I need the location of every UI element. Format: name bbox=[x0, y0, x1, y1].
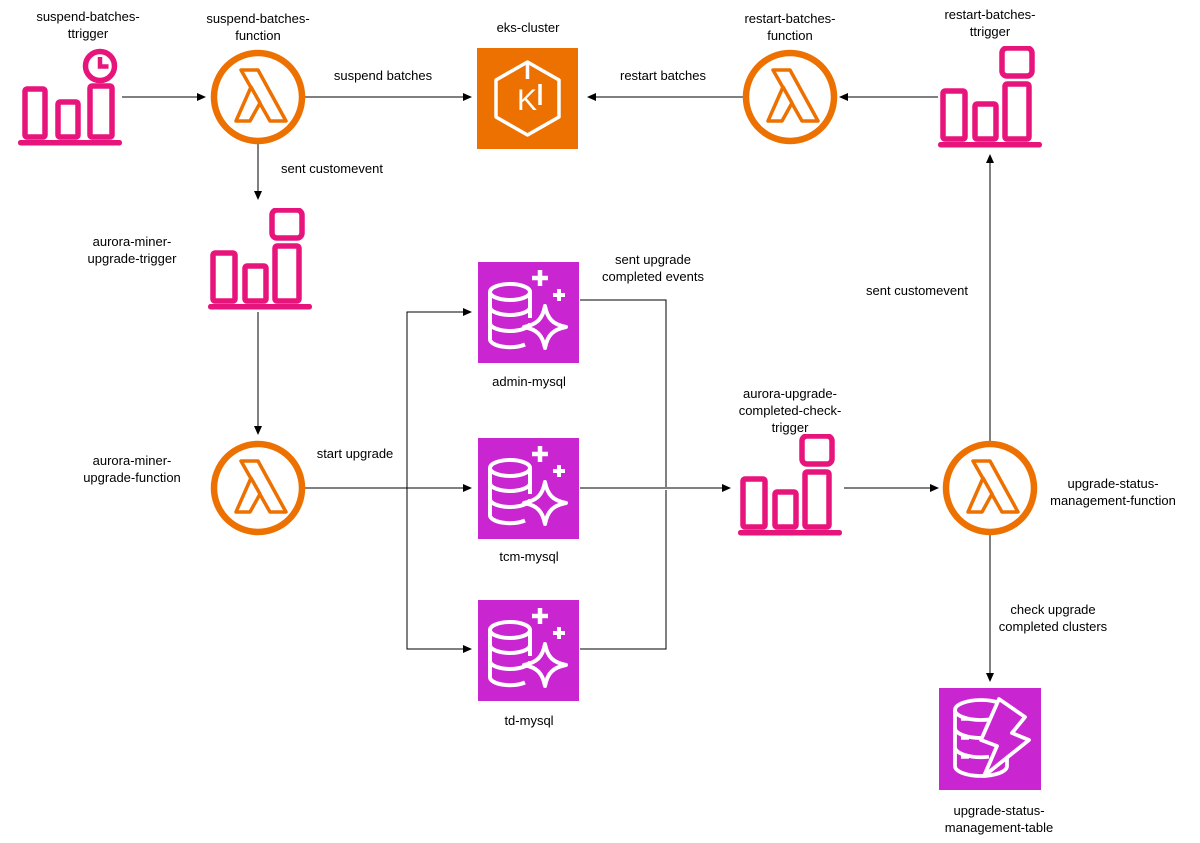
aurora-mysql-icon bbox=[478, 262, 579, 363]
edge-admin-to-collector bbox=[580, 299, 667, 487]
node-label-suspend-batches-ttrigger: suspend-batches- ttrigger bbox=[36, 9, 140, 41]
node-upgrade-status-management-function bbox=[942, 440, 1038, 536]
node-label-aurora-miner-upgrade-trigger: aurora-miner- upgrade-trigger bbox=[87, 234, 177, 266]
eventbridge-rule-icon bbox=[738, 434, 842, 536]
node-label-upgrade-status-management-function: upgrade-status- management-function bbox=[1050, 476, 1176, 508]
edge-miner-function-to-admin bbox=[406, 308, 472, 488]
aurora-mysql-icon bbox=[478, 600, 579, 701]
node-suspend-batches-ttrigger bbox=[18, 48, 122, 146]
lambda-icon bbox=[210, 49, 306, 145]
node-label-td-mysql: td-mysql bbox=[504, 713, 554, 728]
lambda-icon bbox=[742, 49, 838, 145]
node-label-restart-batches-function: restart-batches- function bbox=[744, 11, 836, 43]
node-tcm-mysql bbox=[478, 438, 579, 539]
node-aurora-upgrade-completed-check-trigger bbox=[738, 434, 842, 536]
eventbridge-rule-icon bbox=[938, 46, 1042, 148]
edge-label-suspend-batches: suspend batches bbox=[333, 68, 433, 83]
dynamodb-table-icon bbox=[939, 688, 1041, 790]
node-restart-batches-function bbox=[742, 49, 838, 145]
edge-miner-function-to-td bbox=[406, 488, 472, 653]
edge-label-check-upgrade-completed-clusters: check upgrade completed clusters bbox=[998, 602, 1108, 634]
node-label-upgrade-status-management-table: upgrade-status- management-table bbox=[944, 803, 1054, 835]
aurora-mysql-icon bbox=[478, 438, 579, 539]
edge-label-restart-batches: restart batches bbox=[620, 68, 706, 83]
node-suspend-batches-function bbox=[210, 49, 306, 145]
node-eks-cluster bbox=[477, 48, 578, 149]
eventbridge-scheduled-rule-icon bbox=[18, 48, 122, 146]
edge-label-start-upgrade: start upgrade bbox=[316, 446, 394, 461]
edge-label-sent-customevent-left: sent customevent bbox=[281, 161, 383, 176]
eks-icon bbox=[477, 48, 578, 149]
eventbridge-rule-icon bbox=[208, 208, 312, 310]
node-label-aurora-miner-upgrade-function: aurora-miner- upgrade-function bbox=[83, 453, 181, 485]
lambda-icon bbox=[942, 440, 1038, 536]
node-admin-mysql bbox=[478, 262, 579, 363]
node-label-eks-cluster: eks-cluster bbox=[496, 20, 560, 35]
node-upgrade-status-management-table bbox=[939, 688, 1041, 790]
node-aurora-miner-upgrade-trigger bbox=[208, 208, 312, 310]
node-label-restart-batches-ttrigger: restart-batches- ttrigger bbox=[944, 7, 1036, 39]
node-label-suspend-batches-function: suspend-batches- function bbox=[206, 11, 310, 43]
node-restart-batches-ttrigger bbox=[938, 46, 1042, 148]
node-label-admin-mysql: admin-mysql bbox=[492, 374, 566, 389]
node-label-tcm-mysql: tcm-mysql bbox=[499, 549, 559, 564]
edge-label-sent-upgrade-completed-events: sent upgrade completed events bbox=[602, 252, 704, 284]
edge-label-sent-customevent-right: sent customevent bbox=[866, 283, 968, 298]
edge-td-to-collector bbox=[580, 490, 667, 650]
node-label-aurora-upgrade-completed-check-trigger: aurora-upgrade- completed-check- trigger bbox=[738, 386, 842, 435]
node-td-mysql bbox=[478, 600, 579, 701]
